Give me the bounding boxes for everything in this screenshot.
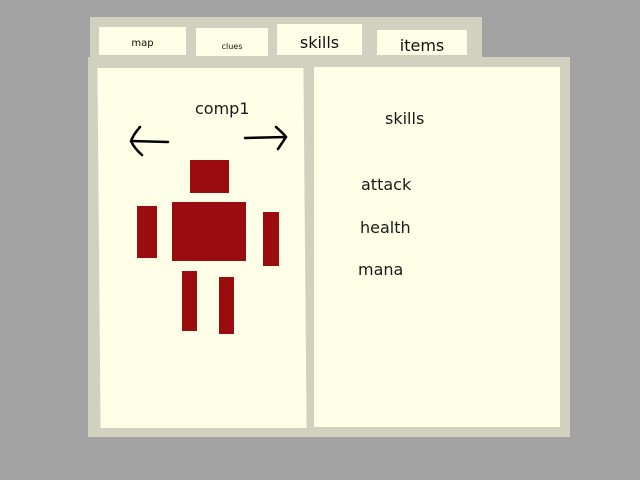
sprite-left-arm bbox=[137, 206, 157, 258]
character-sprite bbox=[130, 155, 290, 340]
stat-health: health bbox=[360, 218, 411, 237]
stat-attack: attack bbox=[361, 175, 412, 194]
tab-items[interactable]: items bbox=[377, 30, 467, 55]
tab-skills[interactable]: skills bbox=[277, 24, 362, 55]
arrow-left-icon[interactable] bbox=[124, 122, 172, 160]
skills-panel bbox=[314, 67, 560, 427]
tab-clues[interactable]: clues bbox=[196, 28, 268, 56]
sprite-torso bbox=[172, 202, 246, 261]
sprite-head bbox=[190, 160, 229, 193]
character-name: comp1 bbox=[195, 99, 250, 118]
sprite-left-leg bbox=[182, 271, 197, 331]
sprite-right-leg bbox=[219, 277, 234, 334]
tab-map[interactable]: map bbox=[99, 27, 186, 55]
skills-title: skills bbox=[385, 109, 425, 128]
sprite-right-arm bbox=[263, 212, 279, 266]
arrow-right-icon[interactable] bbox=[240, 122, 292, 156]
stat-mana: mana bbox=[358, 260, 404, 279]
